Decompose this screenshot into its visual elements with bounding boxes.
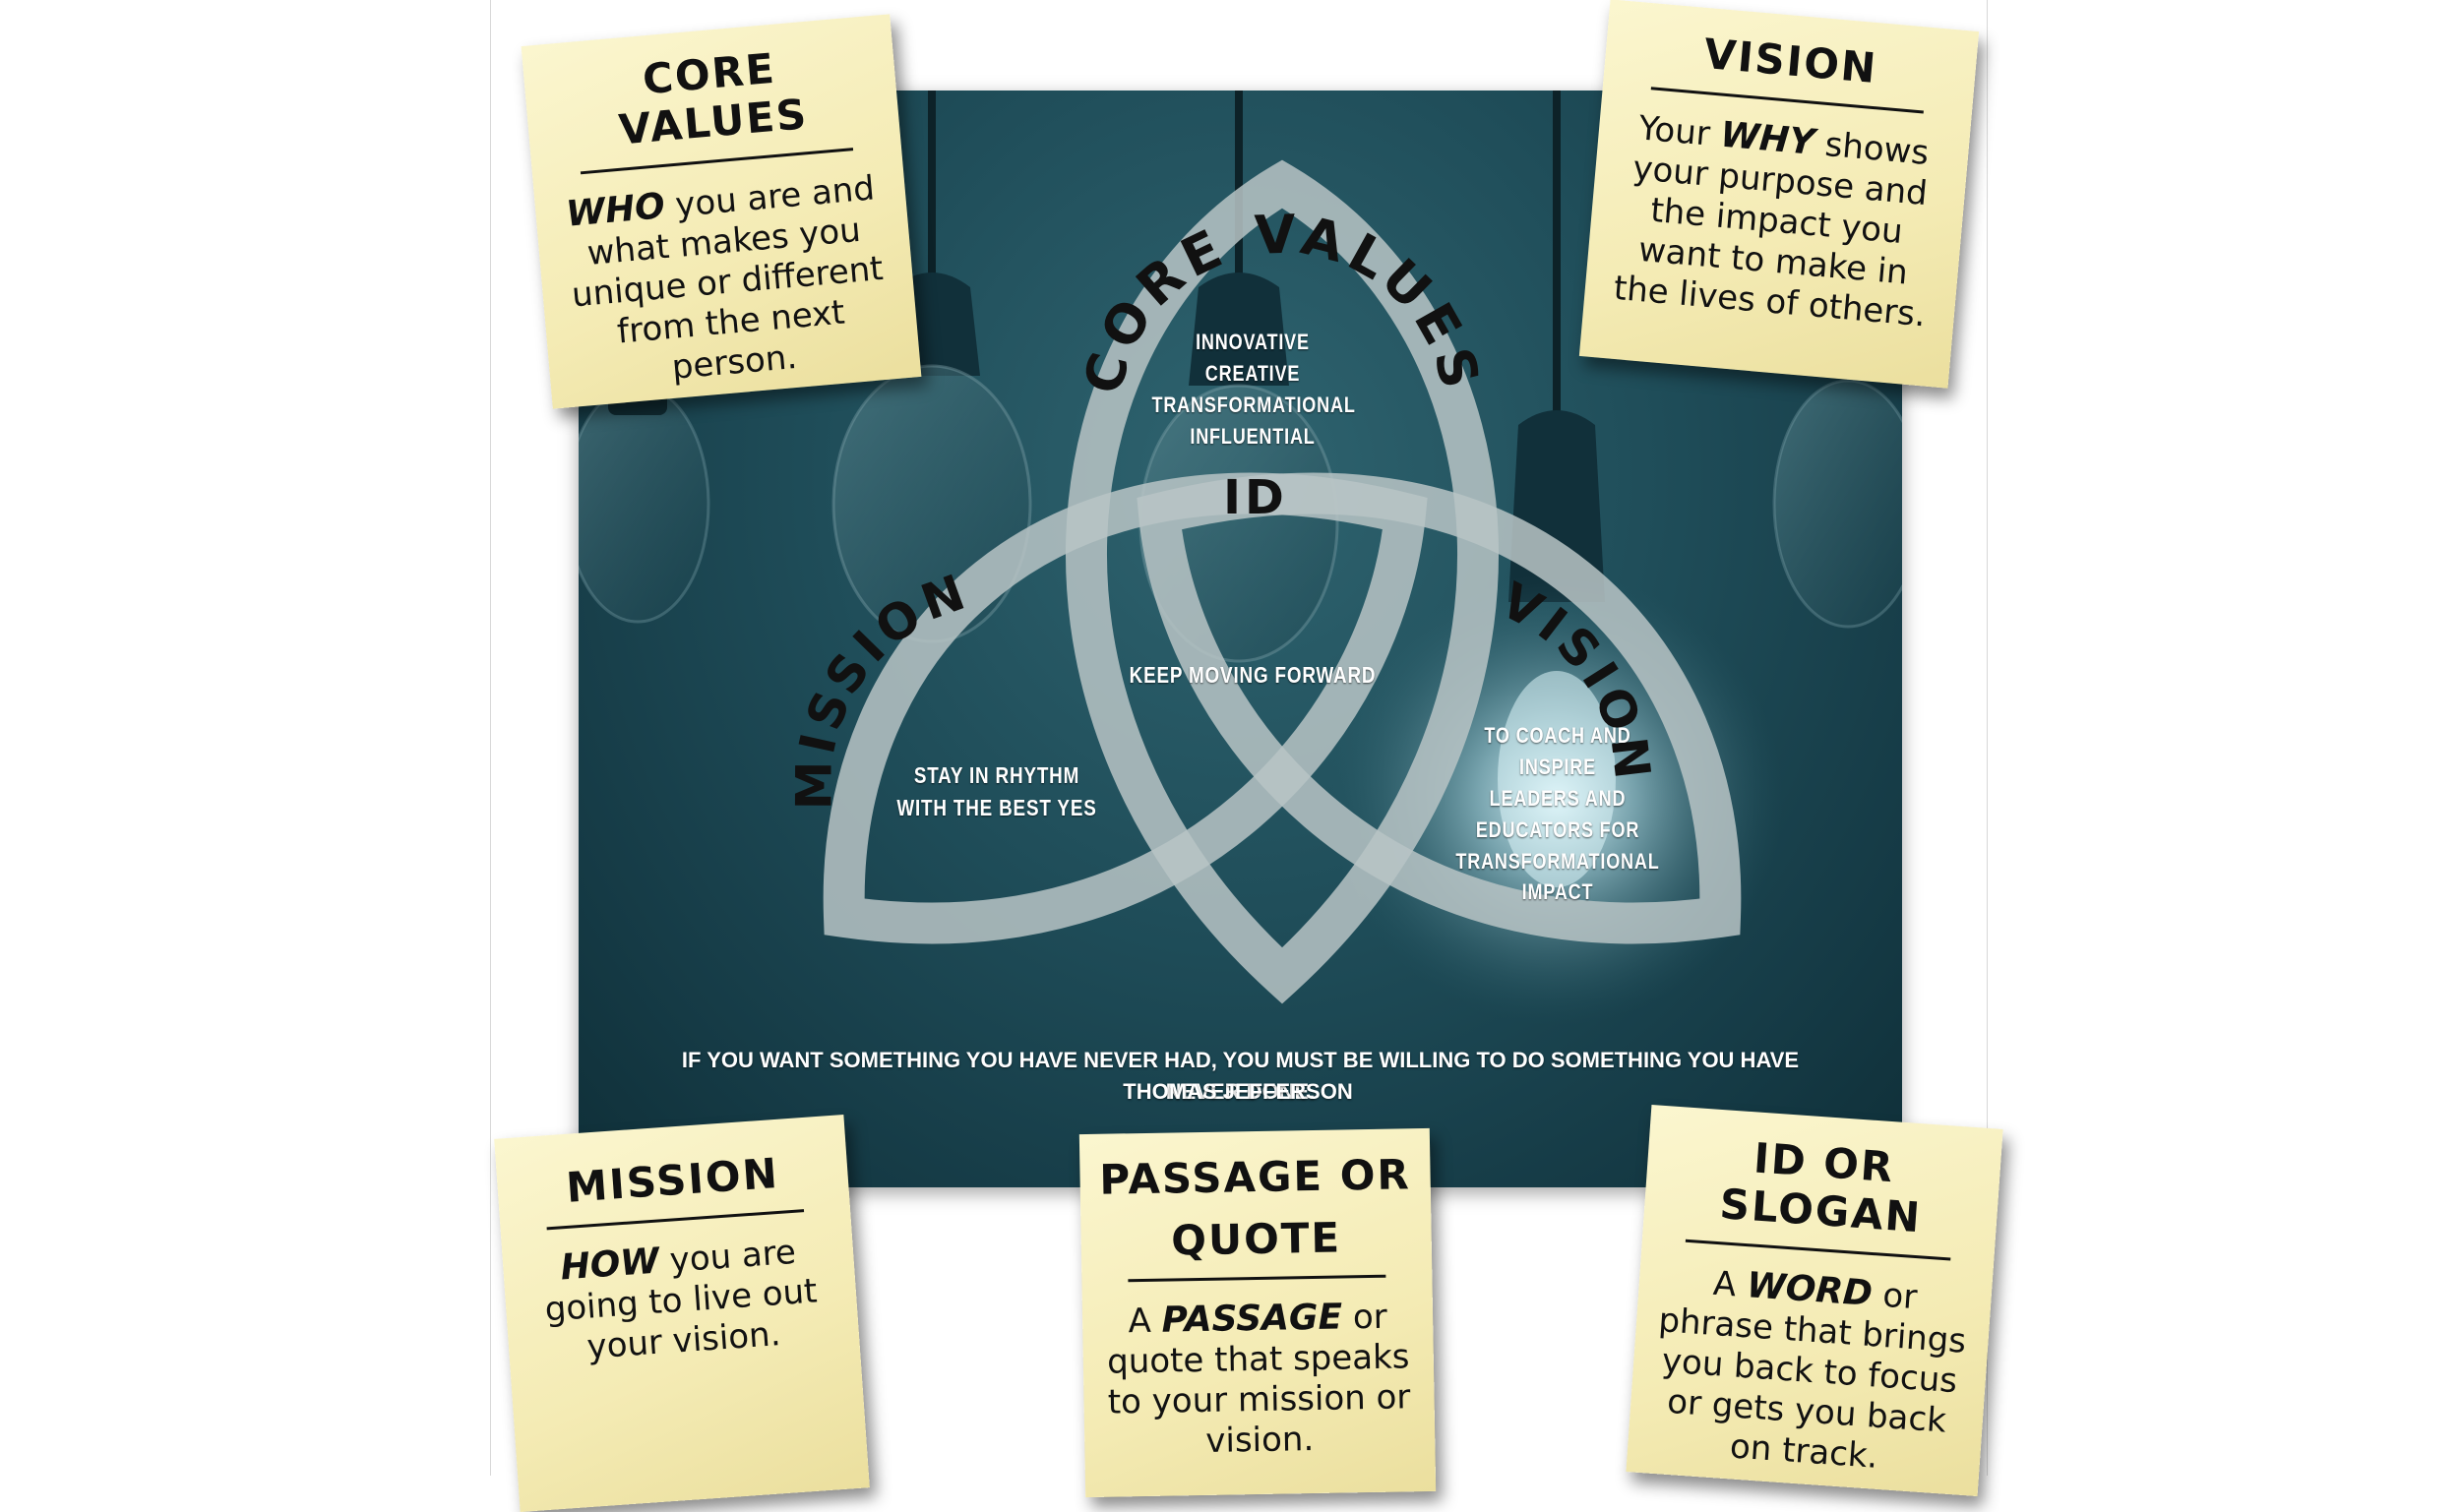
note-divider xyxy=(546,1209,805,1231)
vision-line: TO COACH AND xyxy=(1484,723,1631,748)
center-label-id: ID xyxy=(1223,470,1288,525)
note-text: Your xyxy=(1636,108,1723,155)
mission-text: STAY IN RHYTHM WITH THE BEST YES xyxy=(868,759,1126,825)
note-id-or-slogan: ID OR SLOGAN A WORD or phrase that bring… xyxy=(1626,1104,2003,1497)
mission-line: WITH THE BEST YES xyxy=(896,795,1097,821)
poster: CORE VALUES MISSION VISION ID INNOVATIVE… xyxy=(579,91,1902,1187)
mission-line: STAY IN RHYTHM xyxy=(913,762,1080,788)
note-emphasis: WHY xyxy=(1718,114,1816,163)
id-text: KEEP MOVING FORWARD xyxy=(1129,662,1377,688)
quote-author: THOMAS JEFFERSON xyxy=(1123,1079,1353,1104)
poster-artwork: CORE VALUES MISSION VISION ID xyxy=(579,91,1902,1025)
quote-text: IF YOU WANT SOMETHING YOU HAVE NEVER HAD… xyxy=(681,1048,1800,1104)
note-core-values: CORE VALUES WHO you are and what makes y… xyxy=(521,14,922,409)
vision-line: IMPACT xyxy=(1521,879,1594,905)
note-text: A xyxy=(1128,1300,1162,1342)
note-emphasis: HOW xyxy=(559,1240,661,1289)
note-title: MISSION xyxy=(564,1148,781,1212)
note-emphasis: WHO xyxy=(564,186,667,235)
vision-line: LEADERS AND xyxy=(1489,785,1627,811)
note-divider xyxy=(1685,1239,1951,1261)
note-title: QUOTE xyxy=(1170,1213,1342,1265)
vision-text: TO COACH AND INSPIRE LEADERS AND EDUCATO… xyxy=(1441,720,1675,908)
note-emphasis: PASSAGE xyxy=(1161,1297,1343,1341)
core-value-item: CREATIVE xyxy=(1204,360,1301,386)
core-value-item: INFLUENTIAL xyxy=(1190,423,1316,449)
note-mission: MISSION HOW you are going to live out yo… xyxy=(494,1115,870,1512)
vision-line: TRANSFORMATIONAL xyxy=(1455,848,1660,874)
note-title: ID OR SLOGAN xyxy=(1718,1133,1924,1242)
note-vision: VISION Your WHY shows your purpose and t… xyxy=(1578,0,1980,389)
vision-line: INSPIRE xyxy=(1519,754,1596,779)
vision-line: EDUCATORS FOR xyxy=(1475,816,1640,842)
note-body: A PASSAGE or quote that speaks to your m… xyxy=(1100,1295,1418,1463)
note-body: A WORD or phrase that brings you back to… xyxy=(1640,1258,1979,1483)
note-divider xyxy=(1128,1274,1386,1283)
note-text: A xyxy=(1711,1263,1749,1306)
note-emphasis: WORD xyxy=(1745,1265,1875,1315)
note-title: PASSAGE OR xyxy=(1098,1150,1412,1204)
note-passage-or-quote: PASSAGE OR QUOTE A PASSAGE or quote that… xyxy=(1078,1127,1437,1498)
note-title: CORE VALUES xyxy=(617,43,811,154)
note-body: Your WHY shows your purpose and the impa… xyxy=(1601,104,1952,335)
triquetra-rings xyxy=(823,159,1742,1004)
note-body: HOW you are going to live out your visio… xyxy=(520,1228,842,1372)
core-values-list: INNOVATIVE CREATIVE TRANSFORMATIONAL INF… xyxy=(1151,327,1356,453)
note-body: WHO you are and what makes you unique or… xyxy=(552,165,903,396)
core-value-item: INNOVATIVE xyxy=(1196,330,1310,354)
core-value-item: TRANSFORMATIONAL xyxy=(1151,392,1356,417)
